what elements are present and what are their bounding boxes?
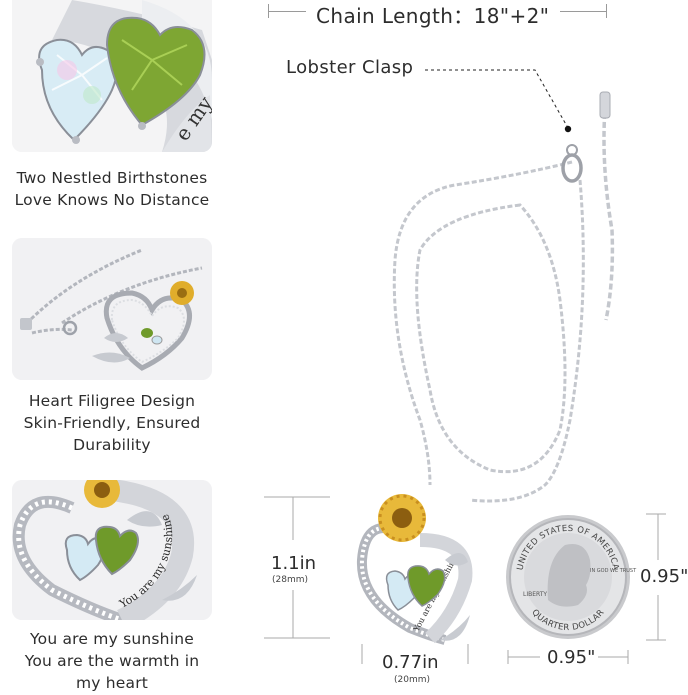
caption-birthstones: Two Nestled Birthstones Love Knows No Di… [0,167,224,211]
coin-width-label: 0.95" [547,647,596,668]
caption-line: You are the warmth in [24,652,200,670]
coin-motto: IN GOD WE TRUST [590,568,637,574]
pendant-height-label: 1.1in [271,553,317,574]
caption-line: Durability [73,436,151,454]
caption-line: Love Knows No Distance [14,191,210,209]
thumbnail-filigree [12,238,212,380]
pendant: You are my sunshine [356,494,473,645]
pendant-width-mm: (20mm) [394,675,431,685]
caption-line: Heart Filigree Design [28,392,196,410]
quarter-coin: UNITED STATES OF AMERICA QUARTER DOLLAR … [506,515,637,639]
peridot-heart [105,16,206,127]
chain-length-label: Chain Length：18"+2" [316,4,550,28]
thumbnail-birthstones: e my [12,0,212,152]
coin-liberty: LIBERTY [523,591,547,598]
chain-dim-line-right [560,11,606,12]
caption-line: Two Nestled Birthstones [16,169,208,187]
caption-line: my heart [75,674,149,692]
pendant-width-label: 0.77in [382,652,439,673]
pendant-height-mm: (28mm) [272,575,309,585]
caption-line: You are my sunshine [30,630,194,648]
coin-height-label: 0.95" [640,566,688,587]
caption-filigree: Heart Filigree Design Skin-Friendly, Ens… [0,390,224,456]
chain-dim-line-left [268,11,306,12]
chain-dim-tick-right [606,4,607,18]
lobster-clasp-label: Lobster Clasp [286,57,414,78]
chain-dim-tick-left [268,4,269,18]
caption-line: Skin-Friendly, Ensured [23,414,201,432]
caption-engraving: You are my sunshine You are the warmth i… [0,628,224,694]
thumbnail-engraving: You are my sunshine [12,480,212,620]
